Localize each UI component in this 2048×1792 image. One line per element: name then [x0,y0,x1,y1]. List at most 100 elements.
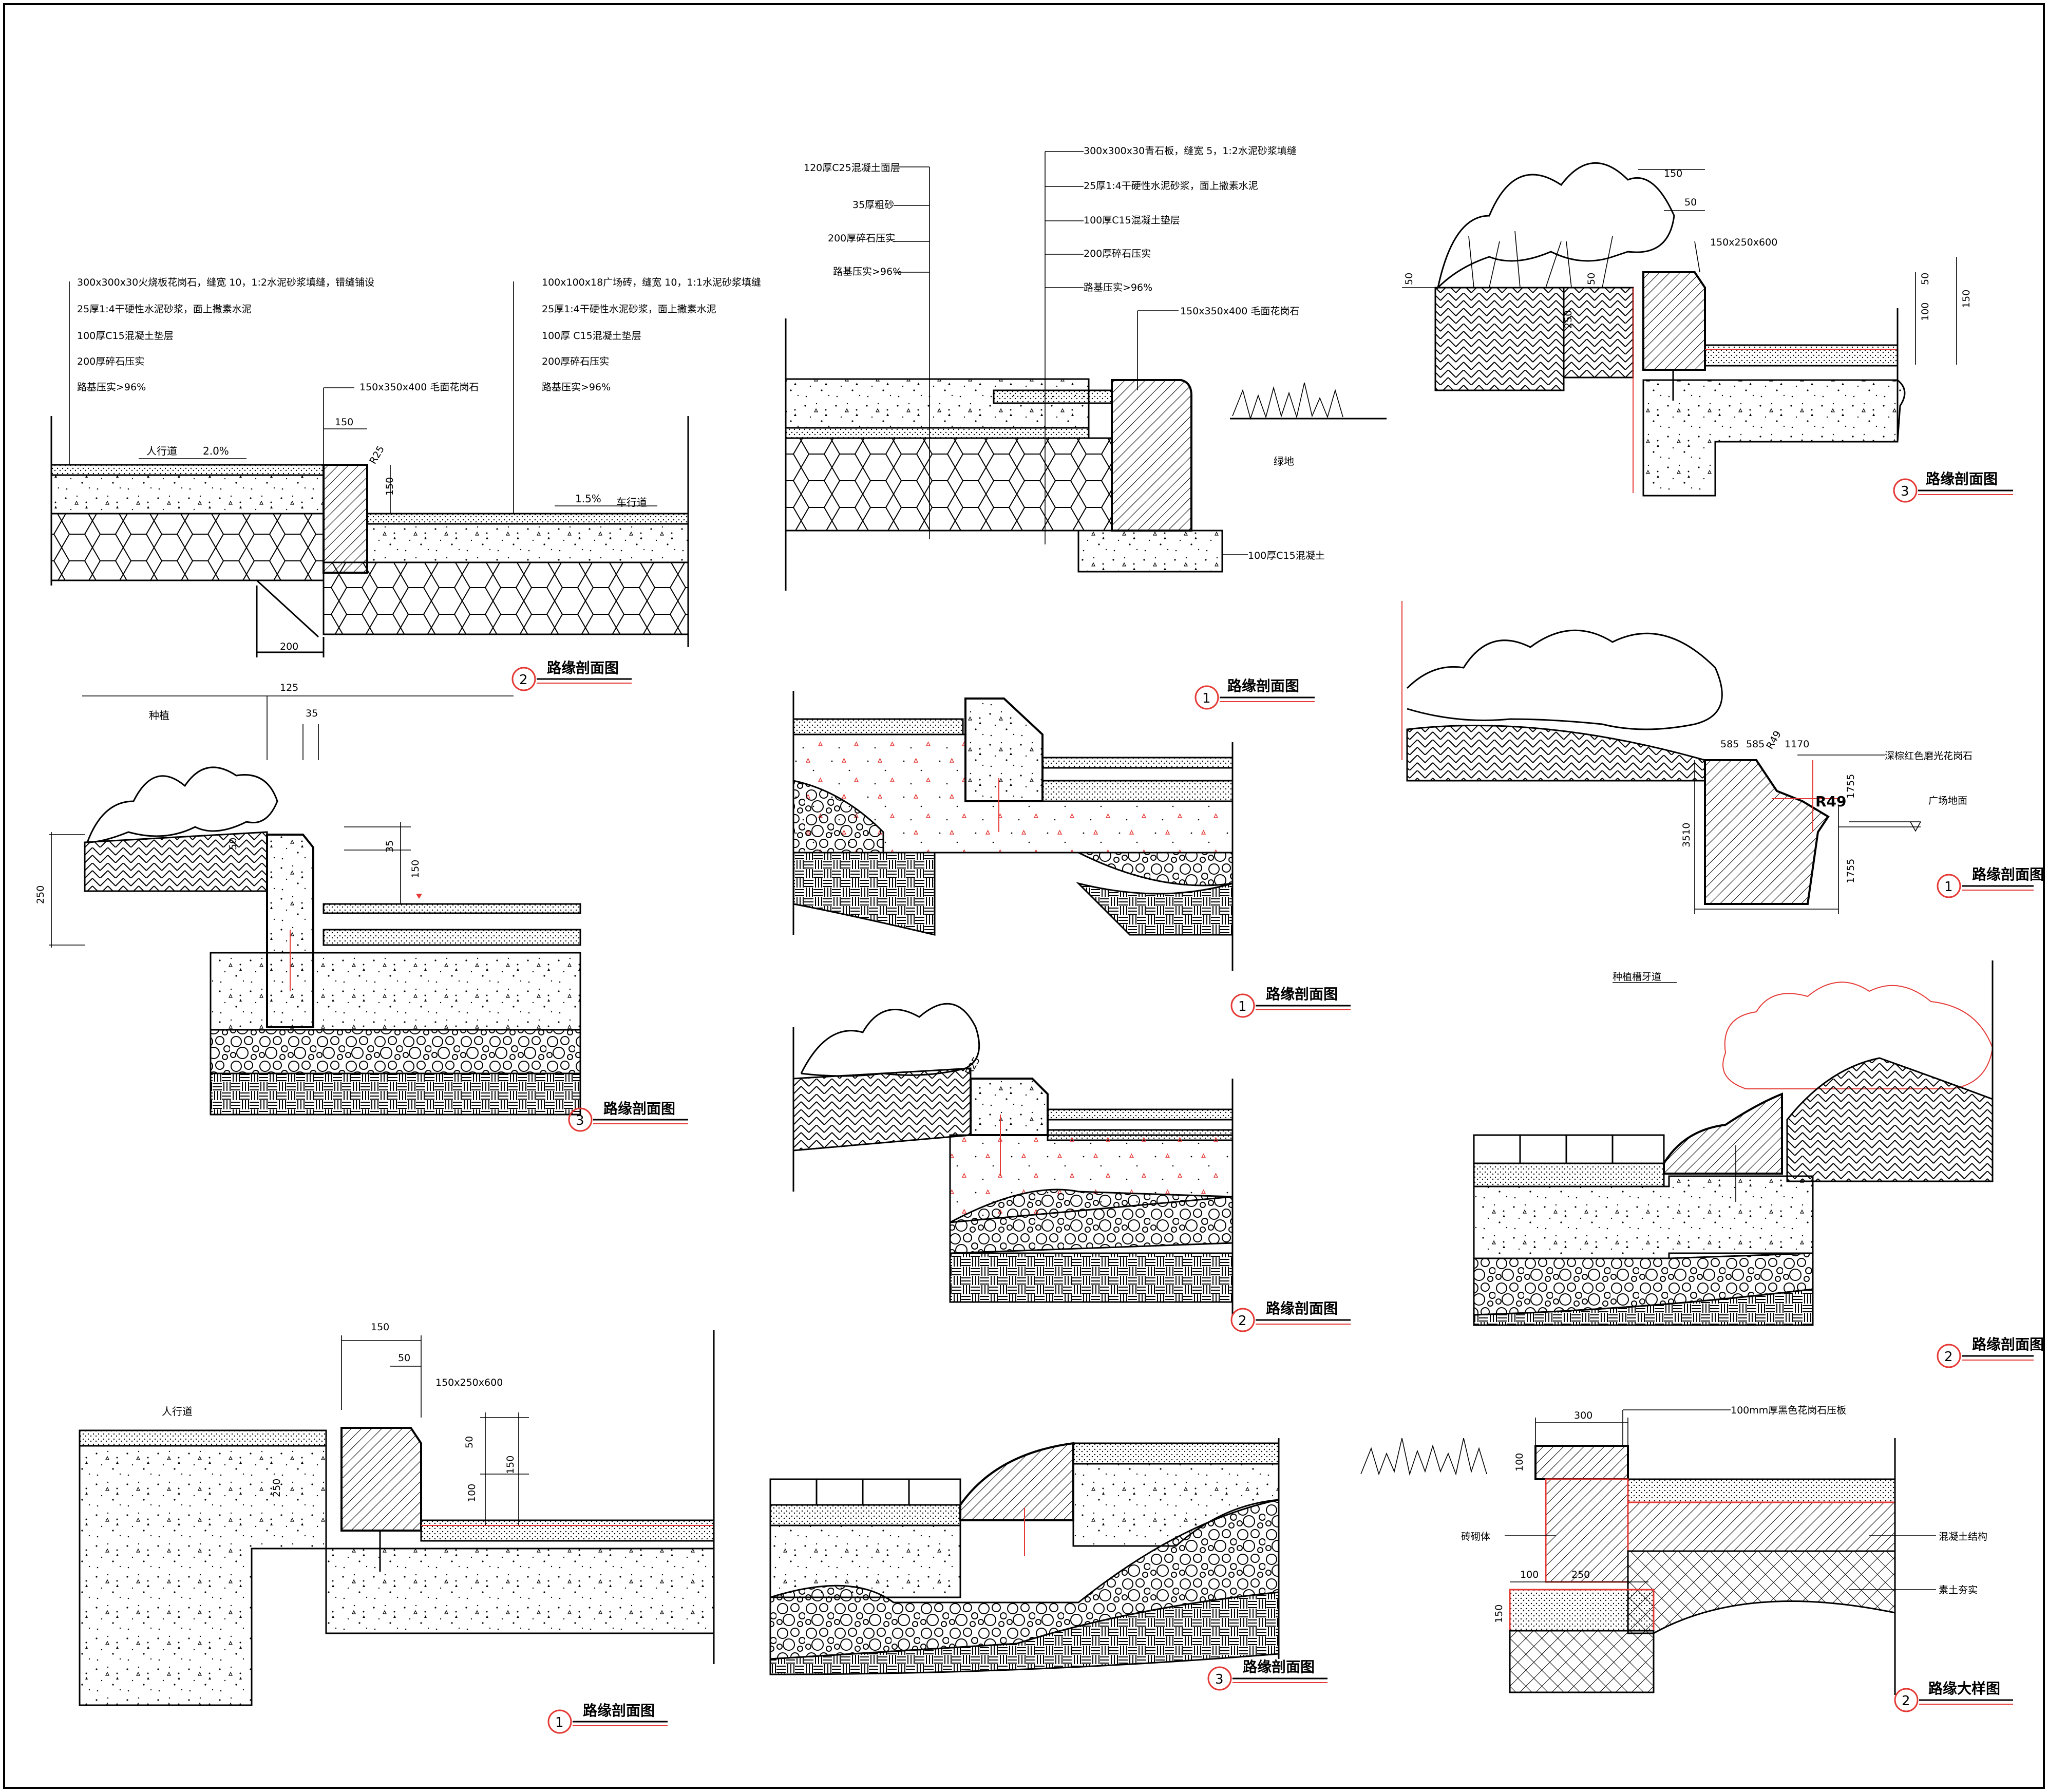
d1-dim-150: 150 [335,417,353,428]
d6-dim-585b: 585 [1746,739,1765,750]
d8-title-num: 2 [1944,1349,1953,1365]
d7-title: 2 路缘剖面图 [1230,1300,1351,1332]
d1-note-right-5: 路基压实>96% [542,382,611,393]
d11-title-num: 2 [1902,1693,1910,1709]
d3-dim-50: 50 [1684,197,1697,208]
d6-dim-585: 585 [1720,739,1739,750]
d4-dim-50: 50 [227,838,239,850]
d5-title-num: 1 [1238,999,1247,1014]
d11-note-conc: 混凝土结构 [1939,1531,1987,1542]
d1-note-left-2: 25厚1:4干硬性水泥砂浆，面上撒素水泥 [77,304,252,315]
d11-note-brick: 砖砌体 [1461,1531,1490,1542]
d9-dim-150b: 150 [505,1456,516,1474]
d10-title-num: 3 [1215,1672,1224,1687]
d2-label-green: 绿地 [1274,455,1294,467]
d4-title-num: 3 [576,1113,584,1128]
d4-title-text: 路缘剖面图 [603,1100,675,1117]
d7-title-text: 路缘剖面图 [1266,1300,1338,1317]
d2-note-left-2: 35厚粗砂 [852,199,894,211]
d5-title: 1 路缘剖面图 [1230,986,1351,1018]
d1-curb-note: 150x350x400 毛面花岗石 [359,382,479,393]
detail-9-curb-section: 150 50 150x250x600 人行道 50 150 250 100 1 … [79,1322,715,1734]
d10-title: 3 路缘剖面图 [1207,1658,1328,1691]
detail-2-curb-section: 120厚C25混凝土面层 35厚粗砂 200厚碎石压实 路基压实>96% 300… [785,145,1387,710]
d1-note-left-1: 300x300x30火烧板花岗石，缝宽 10，1:2水泥砂浆填缝，错缝铺设 [77,277,374,288]
d1-slope-walk: 2.0% [203,445,229,457]
d1-dim-150b: 150 [384,477,395,496]
d11-dim-150: 150 [1493,1605,1505,1623]
d2-note-right-2: 25厚1:4干硬性水泥砂浆，面上撒素水泥 [1084,180,1258,192]
d3-dim-50a: 50 [1404,273,1415,285]
d2-note-left-4: 路基压实>96% [833,266,902,277]
d9-dim-50: 50 [398,1352,410,1364]
d9-label-walk: 人行道 [162,1405,193,1418]
d7-title-num: 2 [1238,1313,1247,1329]
d6-title: 1 路缘剖面图 [1937,866,2044,898]
d3-dim-250: 250 [1563,310,1574,329]
d11-dim-250: 250 [1571,1569,1590,1580]
d9-dim-100: 100 [466,1484,478,1502]
detail-3-curb-section: 150 50 150x250x600 50 50 250 50 100 150 … [1402,162,2013,503]
d9-dim-50b: 50 [464,1436,475,1448]
d1-slope-road: 1.5% [575,493,601,505]
d2-note-right-3: 100厚C15混凝土垫层 [1084,215,1180,226]
d9-stone: 150x250x600 [435,1377,503,1388]
d11-title: 2 路缘大样图 [1894,1680,2013,1712]
d1-note-right-1: 100x100x18广场砖，缝宽 10，1:1水泥砂浆填缝 [542,277,761,288]
d2-title-num: 1 [1202,691,1211,706]
d6-dim-1755b: 1755 [1845,859,1856,883]
detail-7-curb-section: R25 2 路缘剖面图 [792,1003,1351,1332]
d1-title-text: 路缘剖面图 [547,659,619,676]
d2-curb-note: 150x350x400 毛面花岗石 [1180,306,1299,317]
d2-note-left-1: 120厚C25混凝土面层 [804,162,900,174]
d4-dim-35b: 35 [384,840,395,853]
d2-note-right-4: 200厚碎石压实 [1084,248,1151,259]
d3-dim-50c: 50 [1920,273,1931,285]
d6-label-plaza: 广场地面 [1928,795,1967,806]
d4-dim-250: 250 [35,885,46,904]
d6-dim-r49: R49 [1764,729,1784,751]
d1-note-right-3: 100厚 C15混凝土垫层 [542,330,641,342]
d11-dim-100b: 100 [1520,1569,1539,1580]
d11-title-text: 路缘大样图 [1928,1680,2000,1697]
d4-title: 3 路缘剖面图 [568,1100,688,1132]
d9-title-num: 1 [555,1715,564,1730]
d10-title-text: 路缘剖面图 [1243,1658,1315,1675]
d4-dim-35: 35 [306,708,318,719]
d3-title-text: 路缘剖面图 [1926,470,1998,487]
d1-note-right-4: 200厚碎石压实 [542,356,609,367]
d6-dim-1755: 1755 [1845,774,1856,799]
d1-note-right-2: 25厚1:4干硬性水泥砂浆，面上撒素水泥 [542,304,716,315]
d1-title-num: 2 [519,672,528,688]
detail-6-curb-section: 585 585 R49 1170 深棕红色磨光花岗石 广场地面 R49 3510… [1401,601,2044,914]
d1-dim-200: 200 [280,641,298,652]
d9-title-text: 路缘剖面图 [583,1702,655,1719]
d11-note-soil: 素土夯实 [1939,1584,1978,1596]
d3-stone: 150x250x600 [1710,237,1777,248]
d8-title: 2 路缘剖面图 [1937,1336,2044,1368]
d2-note-left-3: 200厚碎石压实 [828,233,895,244]
d3-dim-150: 150 [1664,168,1682,179]
d1-note-left-4: 200厚碎石压实 [77,356,144,367]
d4-label-plant: 种植 [149,709,169,722]
d9-dim-150: 150 [371,1322,389,1333]
d2-title-text: 路缘剖面图 [1227,677,1299,694]
d11-dim-100: 100 [1514,1453,1525,1472]
d6-label-stone: 深棕红色磨光花岗石 [1885,750,1973,762]
d5-title-text: 路缘剖面图 [1266,986,1338,1003]
d4-dim-150: 150 [410,860,421,878]
detail-11-curb-detail: 300 100 100mm厚黑色花岗石压板 砖砌体 混凝土结构 素土夯实 100… [1360,1405,2013,1712]
d3-title-num: 3 [1901,484,1909,499]
d6-title-text: 路缘剖面图 [1972,866,2044,883]
d1-label-walk: 人行道 [146,445,177,457]
d6-dim-1170: 1170 [1785,739,1809,750]
d9-dim-250: 250 [271,1479,282,1497]
detail-1-curb-section: 300x300x30火烧板花岗石，缝宽 10，1:2水泥砂浆填缝，错缝铺设 25… [50,277,761,691]
sheet-border [3,3,2045,1789]
d6-dim-3510: 3510 [1681,823,1692,847]
d1-note-left-5: 路基压实>96% [77,382,146,393]
d1-title: 2 路缘剖面图 [511,659,632,691]
d3-dim-150b: 150 [1961,290,1972,308]
d2-base-note: 100厚C15混凝土 [1248,550,1325,561]
